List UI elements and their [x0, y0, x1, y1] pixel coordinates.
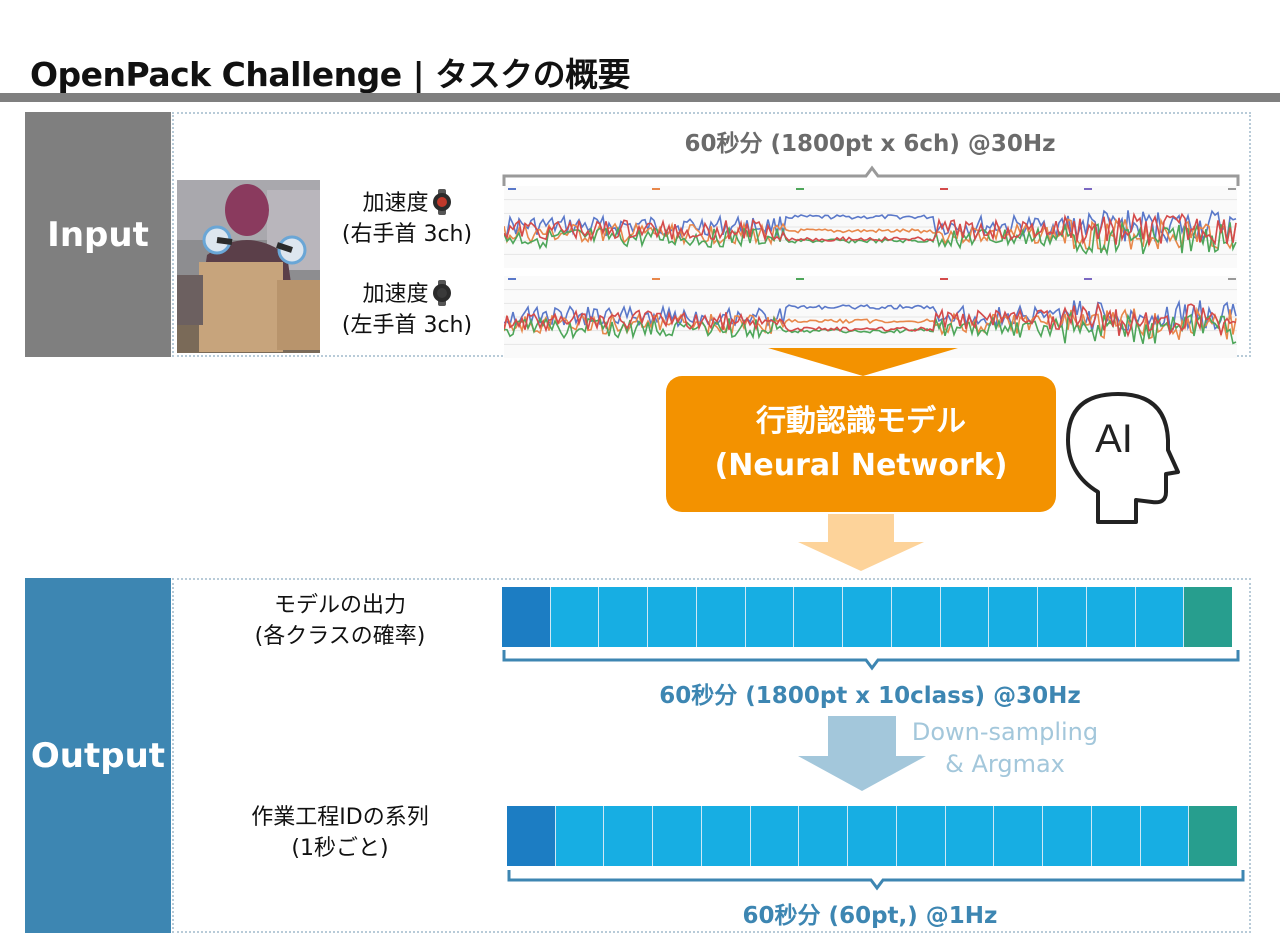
legend-swatch: [940, 278, 948, 280]
legend-swatch: [508, 188, 516, 190]
process-id-sequence-bar: [506, 805, 1238, 867]
sequence-cell: [945, 806, 995, 866]
sequence-cell: [1189, 806, 1238, 866]
output-panel: [172, 578, 1251, 933]
sequence-caption: 60秒分 (60pt,) @1Hz: [742, 903, 998, 929]
legend-swatch: [652, 188, 660, 190]
model-output-label: モデルの出力 (各クラスの確率): [215, 590, 465, 652]
downsample-arrow: [798, 716, 926, 791]
legend-swatch: [1084, 188, 1092, 190]
page-title: OpenPack Challenge | タスクの概要: [30, 55, 631, 94]
output-section-label: Output: [25, 578, 171, 933]
legend-swatch: [796, 278, 804, 280]
probability-cell: [696, 587, 746, 647]
sequence-cell: [555, 806, 605, 866]
probability-cell: [843, 587, 892, 647]
probability-cell: [1086, 587, 1136, 647]
probability-cell: [550, 587, 600, 647]
probability-cell: [648, 587, 697, 647]
sequence-label: 作業工程IDの系列 (1秒ごと): [215, 802, 465, 864]
probability-cell: [1038, 587, 1087, 647]
sensor-left-wrist: 加速度 (左手首 3ch): [322, 279, 492, 341]
model-output-subtitle: (各クラスの確率): [254, 624, 426, 649]
sequence-cell: [799, 806, 849, 866]
input-span-caption: 60秒分 (1800pt x 6ch) @30Hz: [684, 131, 1056, 157]
sequence-subtitle: (1秒ごと): [291, 836, 389, 861]
probability-cell: [599, 587, 649, 647]
legend-swatch: [1084, 278, 1092, 280]
sequence-cell: [1140, 806, 1190, 866]
sensor-right-channel: (右手首 3ch): [341, 222, 473, 247]
title-underline: [0, 93, 1280, 102]
sequence-span-brace: [507, 870, 1245, 891]
legend-swatch: [940, 188, 948, 190]
sequence-cell: [1043, 806, 1092, 866]
legend-swatch: [1228, 278, 1236, 280]
sequence-cell: [507, 806, 556, 866]
sequence-cell: [896, 806, 946, 866]
downsample-line1: Down-sampling: [911, 718, 1099, 746]
model-to-output-arrow: [798, 514, 924, 571]
legend-swatch: [652, 278, 660, 280]
sequence-cell: [994, 806, 1044, 866]
model-type: (Neural Network): [714, 448, 1008, 483]
legend-swatch: [1228, 188, 1236, 190]
legend-swatch: [508, 278, 516, 280]
probability-cell: [1184, 587, 1233, 647]
model-output-span-brace: [502, 650, 1240, 671]
acc-trace: [504, 301, 1237, 338]
probability-cell: [794, 587, 844, 647]
legend-swatch: [796, 188, 804, 190]
acc-plot-left-wrist: [504, 276, 1237, 358]
model-output-title: モデルの出力: [273, 593, 406, 618]
downsample-line2: & Argmax: [945, 750, 1065, 778]
input-span-brace: [502, 165, 1240, 186]
input-section-label: Input: [25, 112, 171, 357]
probability-cell: [891, 587, 941, 647]
sequence-cell: [701, 806, 751, 866]
acc-plot-right-wrist: [504, 186, 1237, 268]
input-to-model-arrow: [768, 348, 958, 376]
sequence-cell: [604, 806, 654, 866]
sensor-right-title: 加速度: [362, 191, 429, 216]
acc-trace: [504, 211, 1237, 246]
downsample-label: Down-sampling & Argmax: [900, 716, 1110, 780]
sequence-cell: [750, 806, 800, 866]
smartwatch-icon: [432, 280, 451, 306]
sequence-title: 作業工程IDの系列: [251, 805, 429, 830]
sequence-cell: [848, 806, 897, 866]
acc-trace: [504, 209, 1237, 244]
probability-cell: [1135, 587, 1185, 647]
probability-cell: [989, 587, 1039, 647]
model-name: 行動認識モデル: [756, 404, 966, 439]
sequence-cell: [653, 806, 702, 866]
worker-photo: [177, 180, 320, 353]
smartwatch-icon: [432, 189, 451, 215]
probability-cell: [745, 587, 795, 647]
class-probability-bar: [501, 586, 1233, 648]
sensor-right-wrist: 加速度 (右手首 3ch): [322, 188, 492, 250]
sensor-left-title: 加速度: [362, 282, 429, 307]
sequence-cell: [1091, 806, 1141, 866]
ai-text: AI: [1095, 417, 1133, 461]
recognition-model-box: 行動認識モデル (Neural Network): [666, 376, 1056, 512]
model-output-caption: 60秒分 (1800pt x 10class) @30Hz: [659, 683, 1081, 709]
sensor-left-channel: (左手首 3ch): [341, 313, 473, 338]
ai-head-icon: AI: [1066, 392, 1180, 524]
probability-cell: [940, 587, 990, 647]
probability-cell: [502, 587, 551, 647]
